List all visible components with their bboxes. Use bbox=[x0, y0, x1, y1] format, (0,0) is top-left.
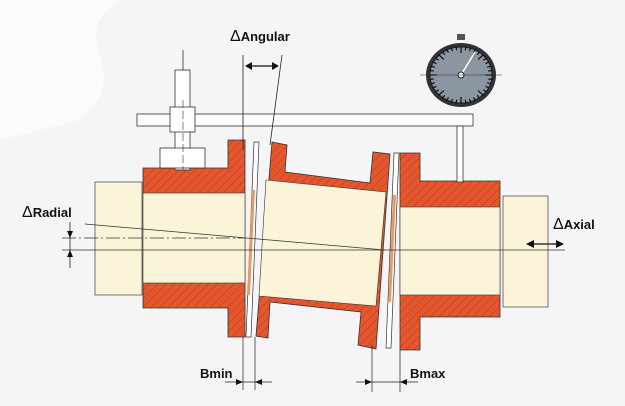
gauge-tick bbox=[434, 57, 440, 61]
middle-spool bbox=[255, 141, 391, 350]
gauge-tick bbox=[477, 54, 484, 60]
radial-label: ΔRadial bbox=[22, 204, 72, 222]
gauge-plunger bbox=[456, 125, 464, 183]
bmax-label: Bmax bbox=[410, 366, 446, 381]
gauge-tick bbox=[432, 61, 437, 65]
gauge-tick bbox=[476, 94, 481, 99]
gauge-tick bbox=[477, 90, 484, 96]
gauge-tick bbox=[472, 96, 477, 102]
gauge-tick bbox=[485, 61, 490, 65]
gauge-tick bbox=[441, 94, 446, 99]
gauge-tick bbox=[464, 99, 467, 104]
gauge-tick bbox=[486, 82, 492, 85]
right-shaft bbox=[502, 195, 549, 308]
indicator-stand bbox=[136, 50, 474, 171]
background-shape bbox=[0, 0, 120, 140]
delta-symbol: Δ bbox=[553, 216, 564, 233]
right-hub bbox=[399, 152, 501, 351]
bmin-label: Bmin bbox=[200, 366, 233, 381]
gauge-tick bbox=[450, 98, 454, 103]
gauge-tick bbox=[468, 98, 472, 103]
gauge-tick bbox=[486, 65, 492, 68]
gauge-needle bbox=[460, 51, 476, 76]
right-spacer-insert bbox=[388, 195, 396, 302]
left-spacer-insert bbox=[247, 190, 255, 295]
angular-dimension bbox=[242, 54, 283, 150]
bmax-dimension bbox=[356, 345, 418, 392]
clamp-block bbox=[169, 106, 196, 133]
gauge-tick bbox=[455, 46, 458, 51]
gauge-tick bbox=[485, 85, 490, 89]
dial-gauge bbox=[420, 34, 502, 183]
gauge-tick bbox=[434, 89, 440, 93]
gauge-tick bbox=[432, 85, 437, 89]
gauge-tick bbox=[450, 47, 454, 52]
gauge-tick bbox=[441, 51, 446, 56]
axial-label: ΔAxial bbox=[553, 216, 595, 234]
gauge-tick bbox=[482, 57, 488, 61]
angular-text: Angular bbox=[240, 29, 290, 44]
gauge-tick bbox=[445, 96, 450, 102]
left-shaft bbox=[94, 181, 143, 296]
gauge-tick bbox=[488, 69, 493, 72]
angular-label: ΔAngular bbox=[230, 28, 290, 46]
gauge-tick bbox=[476, 51, 481, 56]
gauge-tick bbox=[438, 54, 445, 60]
delta-symbol: Δ bbox=[22, 204, 33, 221]
radial-text: Radial bbox=[32, 205, 72, 220]
gauge-tick bbox=[455, 99, 458, 104]
gauge-tick bbox=[445, 48, 450, 54]
gauge-tick bbox=[464, 46, 467, 51]
axial-arrow bbox=[526, 240, 564, 248]
bmin-dimension bbox=[225, 337, 272, 390]
gauge-tick bbox=[472, 48, 477, 54]
left-hub bbox=[142, 139, 246, 338]
indicator-bar bbox=[136, 113, 474, 127]
gauge-tick bbox=[430, 82, 436, 85]
gauge-tick bbox=[438, 90, 445, 96]
axial-text: Axial bbox=[563, 217, 595, 232]
gauge-tick bbox=[488, 78, 493, 81]
gauge-tick bbox=[468, 47, 472, 52]
tilted-centerline bbox=[84, 223, 386, 251]
gauge-tick bbox=[482, 89, 488, 93]
gauge-tick bbox=[430, 65, 436, 68]
radial-dimension bbox=[67, 222, 73, 268]
gauge-tick bbox=[429, 69, 434, 72]
delta-symbol: Δ bbox=[230, 28, 241, 45]
gauge-tick bbox=[429, 78, 434, 81]
